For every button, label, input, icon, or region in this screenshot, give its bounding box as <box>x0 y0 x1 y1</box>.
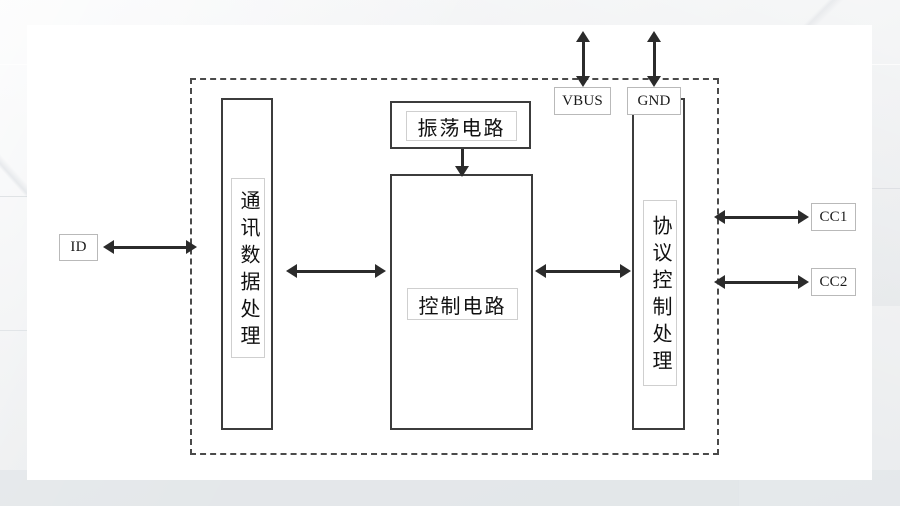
arrow-id-to-comm <box>103 238 197 256</box>
block-control-circuit[interactable]: 控制电路 <box>390 174 533 430</box>
block-protocol-control-processing[interactable]: 协议控制处理 <box>632 98 685 430</box>
pin-id[interactable]: ID <box>59 234 98 261</box>
pin-cc1[interactable]: CC1 <box>811 203 856 231</box>
arrow-shaft <box>652 38 656 80</box>
arrow-head-right <box>798 275 809 289</box>
block-comm-data-processing[interactable]: 通讯数据处理 <box>221 98 273 430</box>
diagram-canvas: 通讯数据处理 振荡电路 控制电路 协议控制处理 ID VBUS GND CC1 … <box>27 25 872 480</box>
block-label-comm-data-processing: 通讯数据处理 <box>231 178 265 358</box>
arrow-head-up <box>647 31 661 42</box>
arrow-head-right <box>798 210 809 224</box>
arrow-protocol-to-cc1 <box>714 208 809 226</box>
pin-cc2[interactable]: CC2 <box>811 268 856 296</box>
pin-gnd[interactable]: GND <box>627 87 681 115</box>
arrow-protocol-to-cc2 <box>714 273 809 291</box>
arrow-head-left <box>103 240 114 254</box>
block-label-control-circuit: 控制电路 <box>407 288 518 320</box>
arrow-shaft <box>581 38 585 80</box>
arrow-shaft <box>721 280 802 284</box>
block-label-protocol-control-processing: 协议控制处理 <box>643 200 677 386</box>
system-boundary <box>190 78 719 455</box>
arrow-shaft <box>110 245 190 249</box>
arrow-head-up <box>576 31 590 42</box>
arrow-shaft <box>721 215 802 219</box>
block-label-oscillator-circuit: 振荡电路 <box>406 111 517 141</box>
pin-vbus[interactable]: VBUS <box>554 87 611 115</box>
block-oscillator-circuit[interactable]: 振荡电路 <box>390 101 531 149</box>
